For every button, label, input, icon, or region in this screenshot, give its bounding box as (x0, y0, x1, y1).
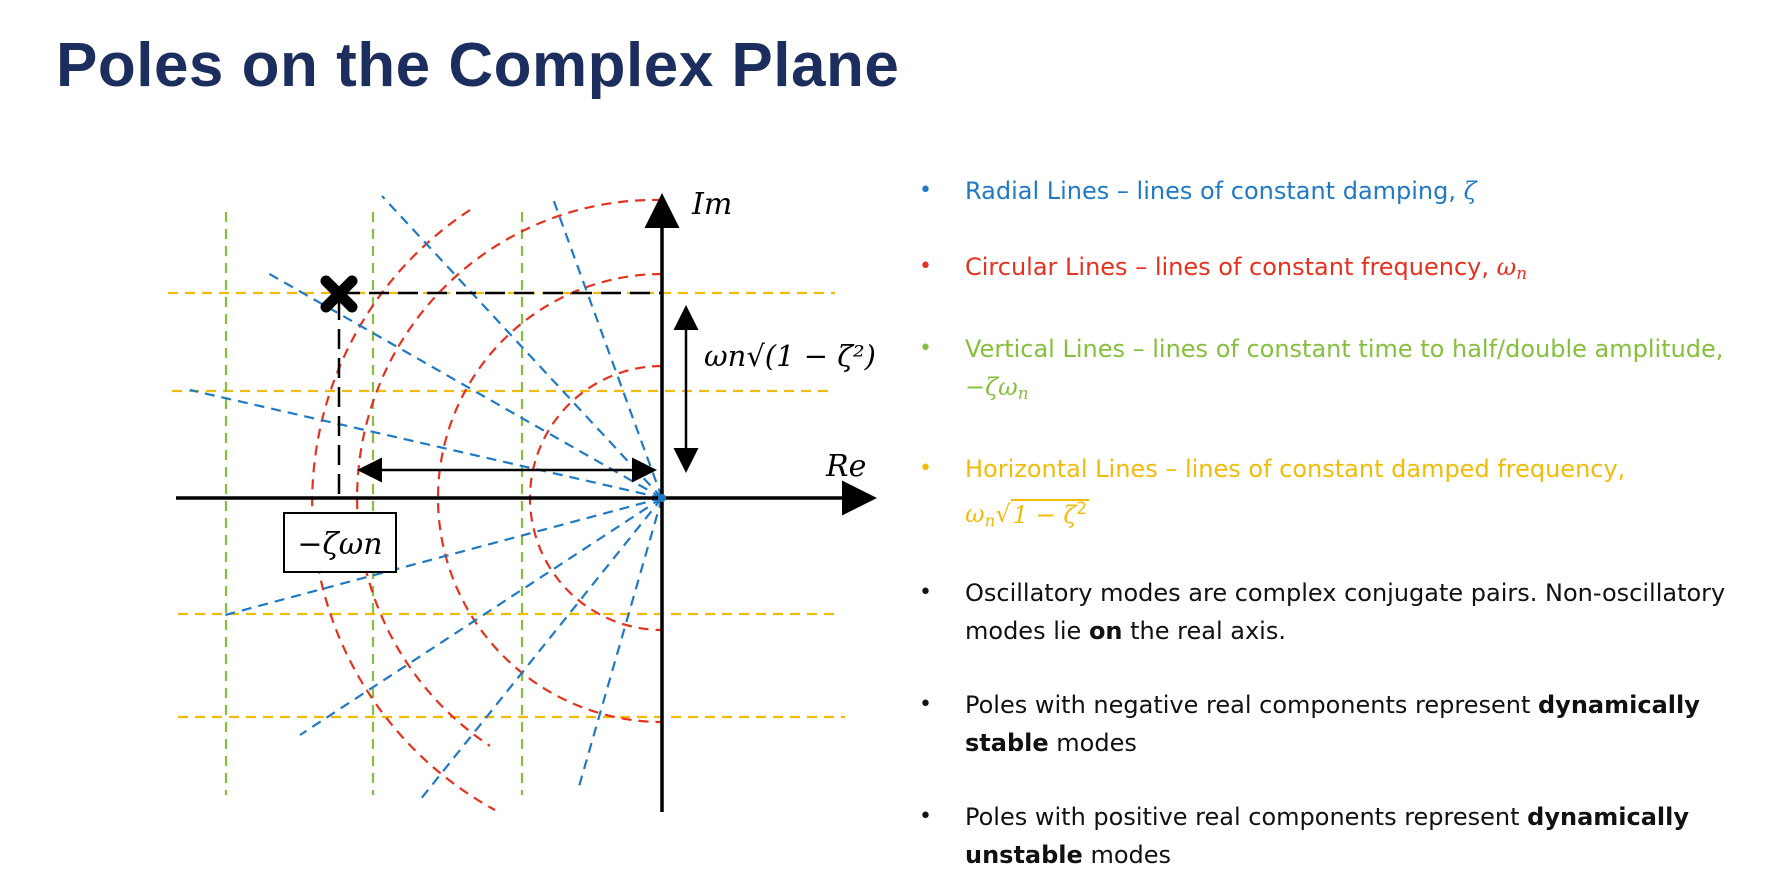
bullet-circular-lines: • Circular Lines – lines of constant fre… (919, 253, 1528, 284)
bullet-text: Radial Lines – lines of constant damping… (965, 177, 1464, 205)
circular-line (436, 272, 663, 724)
bullet-symbol: −ζω (965, 373, 1018, 402)
real-axis-label: Re (825, 449, 866, 484)
bullet-subscript: n (1017, 383, 1029, 404)
bullet-text: Horizontal Lines – lines of constant dam… (965, 455, 1626, 484)
radial-line (381, 195, 663, 499)
bullet-subscript: n (1516, 263, 1528, 284)
slide-title: Poles on the Complex Plane (56, 31, 900, 100)
bullet-radial-lines: • Radial Lines – lines of constant dampi… (919, 177, 1477, 205)
radial-line (419, 497, 663, 801)
bullet-symbol: ω (1496, 253, 1517, 281)
radial-line (576, 497, 664, 791)
real-part-label-box (283, 512, 397, 573)
bullet-list: • Radial Lines – lines of constant dampi… (905, 172, 1745, 874)
imaginary-axis-label: Im (691, 187, 732, 222)
axes (176, 193, 877, 812)
radial-line (550, 195, 664, 499)
damped-frequency-formula: ωn√1 − ζ2 (965, 497, 1090, 531)
horizontal-lines (168, 291, 845, 719)
real-part-label: −ζωn (297, 527, 382, 562)
bullet-text: Circular Lines – lines of constant frequ… (965, 253, 1497, 281)
bullet-oscillatory-modes: • Oscillatory modes are complex conjugat… (919, 578, 1726, 645)
origin-point (658, 494, 666, 502)
radial-line (189, 388, 663, 500)
cross-icon (320, 275, 358, 313)
pole-guides (337, 291, 662, 498)
bullet-horizontal-lines: • Horizontal Lines – lines of constant d… (905, 450, 1745, 539)
measurement-arrows (357, 305, 699, 483)
radial-line (299, 497, 663, 736)
bullet-stable-modes: • Poles with negative real components re… (919, 690, 1700, 757)
bullet-unstable-modes: • Poles with positive real components re… (919, 802, 1690, 869)
bullet-symbol: ζ (1463, 177, 1477, 205)
vertical-lines (224, 212, 524, 795)
circular-line (356, 198, 663, 747)
damped-frequency-label: ωn√(1 − ζ²) (704, 339, 876, 373)
s-plane-diagram: −ζωn ωn√(1 − ζ²) Im Re (168, 187, 877, 812)
bullet-vertical-lines: • Vertical Lines – lines of constant tim… (919, 335, 1724, 404)
bullet-text: Vertical Lines – lines of constant time … (965, 335, 1724, 364)
circular-lines (311, 198, 663, 811)
radial-line (224, 496, 663, 617)
